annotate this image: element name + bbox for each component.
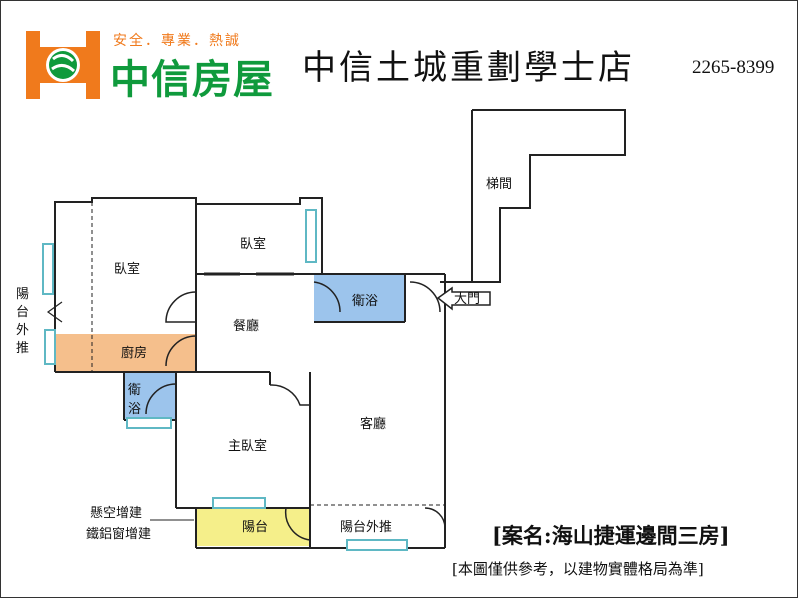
- disclaimer: [本圖僅供參考，以建物實體格局為準]: [452, 560, 704, 578]
- bathroom-left-area: [124, 372, 176, 420]
- label-balcony: 陽台: [242, 520, 268, 535]
- house-logo-icon: [26, 31, 100, 99]
- case-name: [案名:海山捷運邊間三房]: [492, 523, 730, 548]
- note-balcony-push-2: 台: [16, 305, 29, 320]
- bathroom-top-area: [314, 274, 405, 322]
- kitchen-area: [55, 334, 196, 372]
- brand-name: 中信房屋: [110, 57, 274, 103]
- store-name: 中信土城重劃學士店: [302, 48, 635, 88]
- label-stairwell: 梯間: [486, 177, 512, 192]
- main-door-arrow-icon: [436, 286, 491, 311]
- note-balcony-push-4: 推: [16, 341, 29, 356]
- label-bathroom-top: 衛浴: [352, 294, 378, 309]
- label-balcony-out: 陽台外推: [340, 520, 392, 535]
- label-bathroom-left-2: 浴: [128, 402, 141, 417]
- balcony-arrow-icon: [46, 301, 63, 323]
- store-phone: 2265-8399: [692, 57, 775, 78]
- label-living: 客廳: [360, 416, 386, 432]
- label-bedroom-top: 臥室: [240, 236, 266, 252]
- note-aluminum: 鐵鋁窗增建: [86, 526, 151, 542]
- label-dining: 餐廳: [233, 318, 259, 334]
- walls: [54, 109, 626, 549]
- label-kitchen: 廚房: [121, 345, 147, 361]
- note-balcony-push-3: 外: [16, 323, 29, 338]
- windows: [42, 209, 408, 551]
- label-bathroom-left-1: 衛: [128, 383, 141, 398]
- label-main-door: 大門: [454, 292, 480, 307]
- door-swings: [145, 281, 446, 541]
- label-bedroom-left: 臥室: [114, 261, 140, 277]
- note-balcony-push-1: 陽: [16, 287, 29, 302]
- slogan: 安全．專業．熱誠: [113, 33, 241, 49]
- label-master-bedroom: 主臥室: [228, 438, 267, 454]
- balcony-area: [196, 508, 310, 546]
- dashed-lines: [91, 202, 445, 506]
- note-cantilever: 懸空增建: [90, 506, 142, 521]
